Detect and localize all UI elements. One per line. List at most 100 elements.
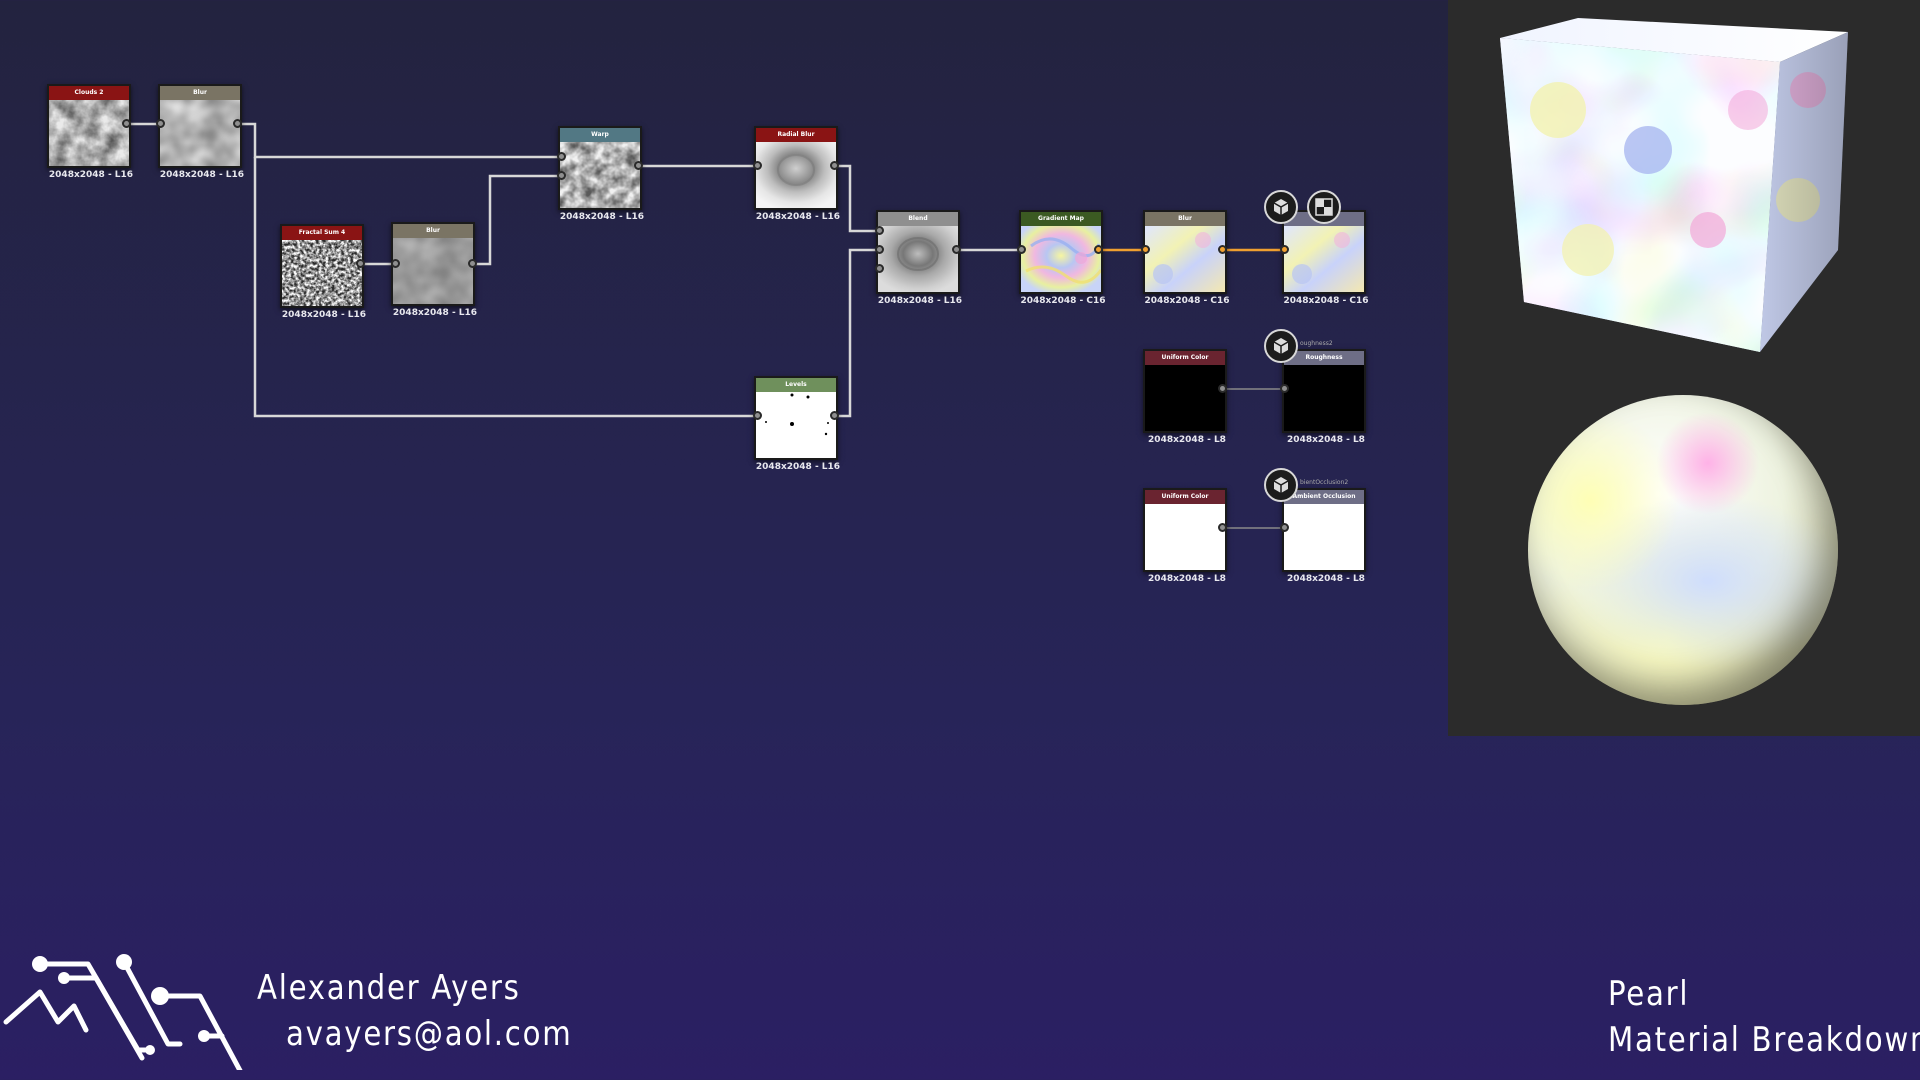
input-port[interactable] (753, 161, 762, 170)
output-port[interactable] (830, 411, 839, 420)
node-graph: Clouds 2 2048x2048 - L16 Blur 2048x2048 … (47, 84, 1369, 584)
input-port[interactable] (557, 152, 566, 161)
wire-blur-warp (237, 122, 561, 159)
node-resolution: 2048x2048 - L8 (1148, 435, 1226, 445)
node-header: Gradient Map (1021, 212, 1101, 226)
node-header: Blur (1145, 212, 1225, 226)
wire-blur2-warp (472, 174, 561, 266)
author-name: Alexander Ayers (257, 968, 521, 1008)
node-resolution: 2048x2048 - L8 (1287, 574, 1365, 584)
pearl-material-cube (1500, 18, 1848, 352)
output-port[interactable] (634, 161, 643, 170)
input-port[interactable] (156, 119, 165, 128)
node-header: Uniform Color (1145, 490, 1225, 504)
node-resolution: 2048x2048 - L8 (1287, 435, 1365, 445)
output-port[interactable] (1218, 384, 1227, 393)
wire-radialblur-blend (835, 164, 880, 233)
node-ambient-occlusion-output[interactable]: Ambient Occlusion 2048x2048 - L8 (1282, 488, 1366, 584)
material-name: Pearl (1608, 974, 1690, 1014)
node-header: Blend (878, 212, 958, 226)
node-header: Radial Blur (756, 128, 836, 142)
node-levels[interactable]: Levels 2048x2048 - L16 (754, 376, 840, 472)
node-blend[interactable]: Blend 2048x2048 - L16 (876, 210, 962, 306)
node-thumbnail (1284, 504, 1364, 570)
node-header: Clouds 2 (49, 86, 129, 100)
node-header: Warp (560, 128, 640, 142)
wire-blur-levels (253, 157, 758, 418)
output-port[interactable] (468, 259, 477, 268)
output-port[interactable] (1218, 523, 1227, 532)
node-thumbnail (560, 142, 640, 208)
node-thumbnail (1284, 226, 1364, 292)
pearl-material-sphere (1528, 395, 1838, 705)
material-subtitle: Material Breakdown (1608, 1020, 1920, 1060)
wire-levels-blend (835, 248, 880, 418)
node-thumbnail (393, 238, 473, 304)
node-header: Levels (756, 378, 836, 392)
cube-icon[interactable] (1264, 468, 1298, 502)
input-port[interactable] (1280, 523, 1289, 532)
node-header: Blur (393, 224, 473, 238)
node-resolution: 2048x2048 - L16 (392, 308, 478, 318)
node-uniform-color[interactable]: Uniform Color 2048x2048 - L8 (1143, 488, 1227, 584)
node-thumbnail (1145, 504, 1225, 570)
checker-icon[interactable] (1307, 190, 1341, 224)
node-radial-blur[interactable]: Radial Blur 2048x2048 - L16 (754, 126, 840, 222)
node-thumbnail (1284, 365, 1364, 431)
output-port[interactable] (830, 161, 839, 170)
node-resolution: 2048x2048 - L16 (48, 170, 134, 180)
node-roughness-output[interactable]: Roughness 2048x2048 - L8 (1282, 349, 1366, 445)
input-port[interactable] (875, 245, 884, 254)
node-thumbnail (756, 392, 836, 458)
node-gradient-map[interactable]: Gradient Map 2048x2048 - C16 (1019, 210, 1106, 306)
node-resolution: 2048x2048 - L8 (1148, 574, 1226, 584)
node-clouds[interactable]: Clouds 2 2048x2048 - L16 (47, 84, 133, 180)
node-header: Ambient Occlusion (1284, 490, 1364, 504)
node-blur[interactable]: Blur 2048x2048 - L16 (158, 84, 244, 180)
node-blur[interactable]: Blur 2048x2048 - L16 (391, 222, 477, 318)
input-port[interactable] (1280, 384, 1289, 393)
input-port[interactable] (753, 411, 762, 420)
node-resolution: 2048x2048 - C16 (1283, 296, 1369, 306)
node-uniform-color[interactable]: Uniform Color 2048x2048 - L8 (1143, 349, 1227, 445)
node-resolution: 2048x2048 - L16 (159, 170, 245, 180)
input-port[interactable] (1280, 245, 1289, 254)
input-port[interactable] (391, 259, 400, 268)
node-thumbnail (1145, 365, 1225, 431)
node-resolution: 2048x2048 - C16 (1020, 296, 1106, 306)
output-port[interactable] (122, 119, 131, 128)
input-port[interactable] (875, 226, 884, 235)
output-port[interactable] (233, 119, 242, 128)
input-port[interactable] (557, 171, 566, 180)
output-port[interactable] (1218, 245, 1227, 254)
cube-icon[interactable] (1264, 190, 1298, 224)
node-thumbnail (282, 240, 362, 306)
node-header: Uniform Color (1145, 351, 1225, 365)
cube-icon[interactable] (1264, 329, 1298, 363)
node-header: Roughness (1284, 351, 1364, 365)
node-warp[interactable]: Warp 2048x2048 - L16 (558, 126, 644, 222)
node-thumbnail (1145, 226, 1225, 292)
output-port[interactable] (1094, 245, 1103, 254)
connection-wires (126, 122, 1285, 529)
input-port[interactable] (875, 264, 884, 273)
node-resolution: 2048x2048 - C16 (1144, 296, 1230, 306)
node-thumbnail (49, 100, 129, 166)
node-thumbnail (878, 226, 958, 292)
node-resolution: 2048x2048 - L16 (877, 296, 963, 306)
node-thumbnail (160, 100, 240, 166)
node-fractal-sum[interactable]: Fractal Sum 4 2048x2048 - L16 (280, 224, 366, 320)
node-thumbnail (1021, 226, 1101, 292)
node-blur[interactable]: Blur 2048x2048 - C16 (1143, 210, 1230, 306)
node-thumbnail (756, 142, 836, 208)
output-port[interactable] (952, 245, 961, 254)
output-port[interactable] (356, 259, 365, 268)
input-port[interactable] (1141, 245, 1150, 254)
node-header: Fractal Sum 4 (282, 226, 362, 240)
input-port[interactable] (1017, 245, 1026, 254)
node-resolution: 2048x2048 - L16 (281, 310, 367, 320)
node-header: Blur (160, 86, 240, 100)
node-resolution: 2048x2048 - L16 (755, 462, 841, 472)
node-resolution: 2048x2048 - L16 (559, 212, 645, 222)
node-resolution: 2048x2048 - L16 (755, 212, 841, 222)
